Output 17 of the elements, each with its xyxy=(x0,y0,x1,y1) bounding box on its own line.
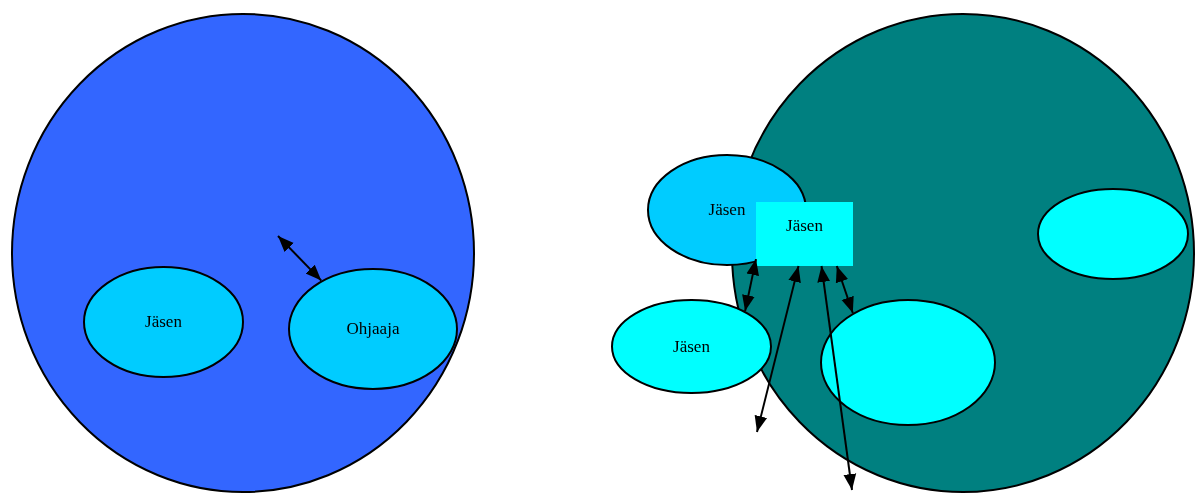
double-arrow xyxy=(754,265,801,433)
double-arrow xyxy=(277,235,323,282)
node-label: Ohjaaja xyxy=(346,319,400,339)
node-label: Jäsen xyxy=(673,336,710,357)
node-label: Jäsen xyxy=(786,216,823,236)
member-box xyxy=(756,202,853,266)
group-circle xyxy=(11,13,475,493)
leader-ellipse xyxy=(288,268,458,390)
member-ellipse xyxy=(83,266,244,378)
double-arrow xyxy=(817,265,857,491)
node-label: Jäsen xyxy=(145,312,182,332)
member-ellipse xyxy=(611,299,772,394)
node-label: Jäsen xyxy=(708,200,746,220)
double-arrow xyxy=(742,258,759,313)
empty-ellipse xyxy=(1037,188,1189,280)
empty-ellipse xyxy=(820,299,996,426)
double-arrow xyxy=(835,265,854,314)
